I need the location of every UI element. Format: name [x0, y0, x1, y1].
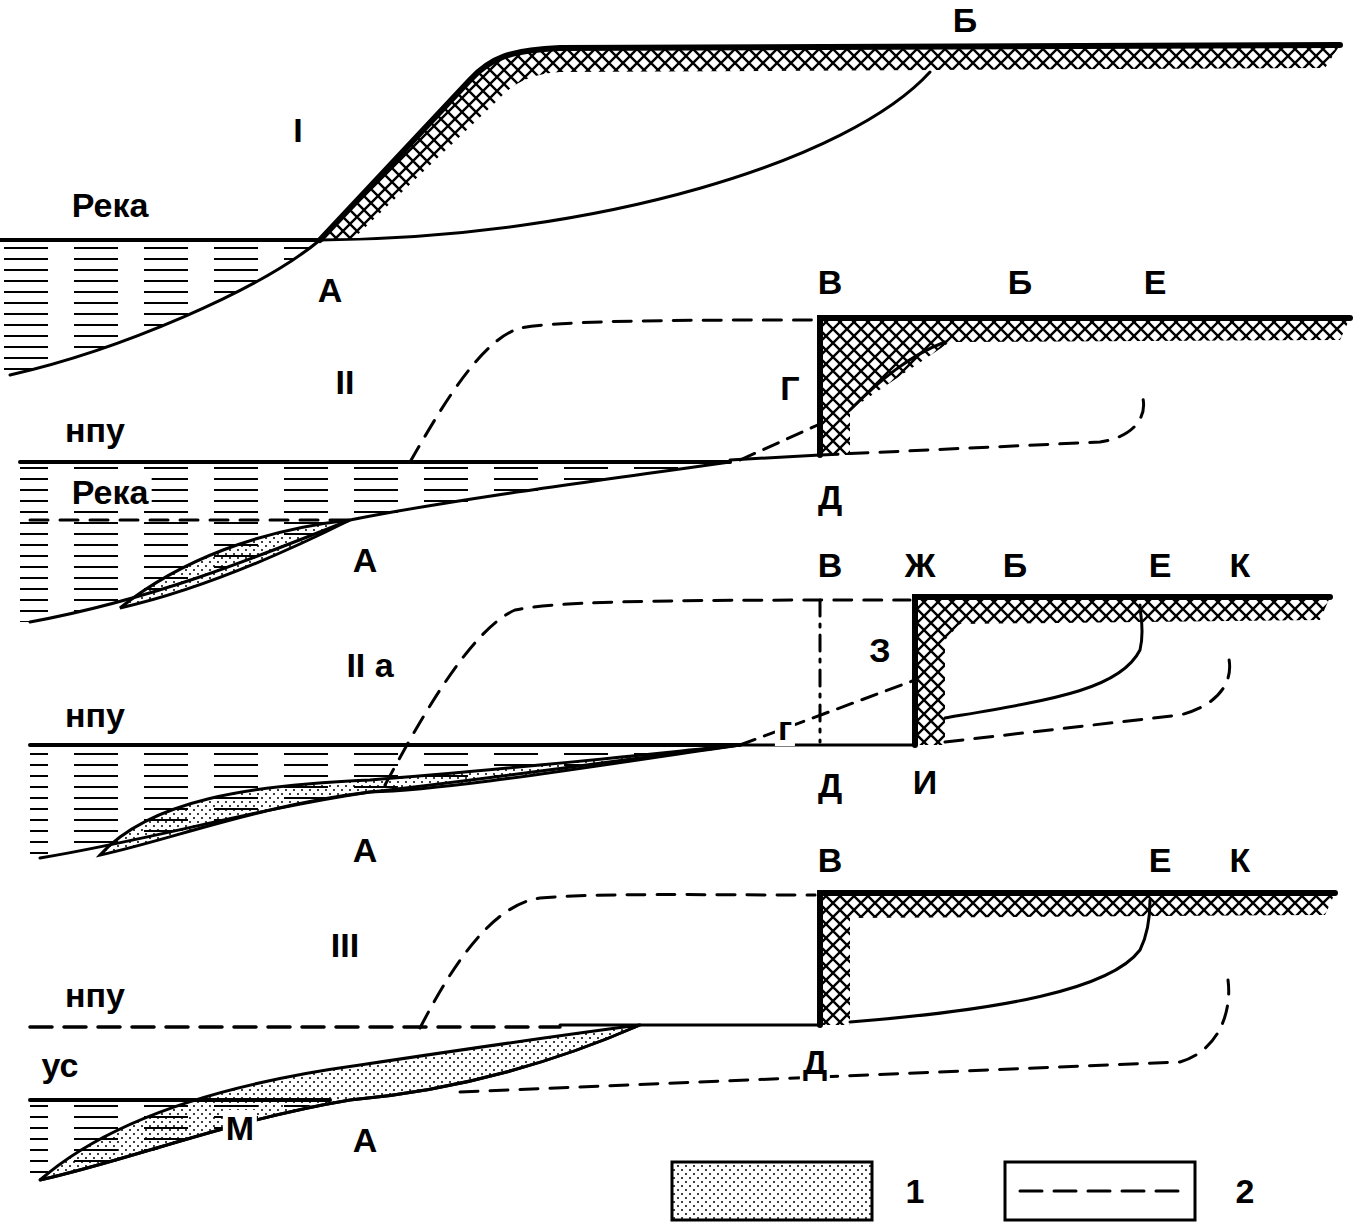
old-slip	[740, 424, 820, 460]
cliff	[820, 318, 1350, 455]
water-level	[0, 238, 320, 242]
sediment-lens	[40, 1025, 640, 1180]
point-label: Д	[815, 479, 845, 515]
point-label: Е	[1141, 264, 1170, 300]
water	[0, 240, 320, 375]
bank-surface	[320, 45, 1340, 240]
point-label: Ж	[902, 547, 939, 583]
point-label: нпу	[62, 697, 128, 733]
water-level	[30, 1025, 560, 1029]
point-label: К	[1227, 547, 1254, 583]
weathered-zone	[915, 597, 1330, 745]
point-label: Е	[1146, 547, 1175, 583]
cliff	[820, 893, 1335, 1025]
weathered-zone	[320, 45, 1340, 240]
water-level	[30, 743, 740, 747]
water	[30, 745, 740, 858]
point-label: И	[910, 764, 940, 800]
point-label: I	[290, 112, 305, 148]
point-label: Б	[950, 2, 980, 38]
new-slip	[945, 655, 1230, 742]
weathered-zone	[820, 318, 1350, 455]
old-slip	[740, 680, 915, 745]
point-label: Б	[1005, 264, 1035, 300]
point-label: В	[815, 264, 846, 300]
point-label: III	[328, 927, 362, 963]
point-label: А	[350, 1122, 381, 1158]
shelf	[560, 1024, 820, 1027]
old-profile	[410, 320, 815, 462]
point-label: К	[1227, 842, 1254, 878]
slip-surface	[850, 342, 945, 410]
riverbed	[40, 745, 740, 858]
point-label: II	[333, 364, 358, 400]
new-slip	[820, 390, 1144, 455]
shelf	[740, 744, 915, 747]
water-level	[20, 460, 730, 464]
riverbed	[40, 1025, 640, 1180]
legend-label: 2	[1233, 1173, 1258, 1209]
point-label: Г	[777, 370, 802, 406]
point-label: Река	[69, 474, 152, 510]
point-label: нпу	[62, 412, 128, 448]
point-label: Д	[800, 1044, 830, 1080]
cliff	[915, 597, 1330, 745]
slip-surface	[850, 900, 1150, 1022]
weathered-zone	[820, 893, 1335, 1025]
legend-label: 1	[903, 1173, 928, 1209]
point-label: А	[315, 272, 346, 308]
riverbed	[30, 462, 730, 622]
point-label: М	[223, 1110, 257, 1146]
point-label: Е	[1146, 842, 1175, 878]
old-cliff	[819, 600, 822, 742]
point-label: Б	[1000, 547, 1030, 583]
water	[20, 462, 730, 622]
point-label: II а	[343, 647, 396, 683]
point-label: Река	[69, 187, 152, 223]
point-label: г	[775, 710, 795, 746]
point-label: ус	[39, 1047, 82, 1083]
point-label: Д	[815, 767, 845, 803]
river-level	[30, 519, 350, 522]
legend-sample-dashed	[1020, 1190, 1180, 1193]
old-profile	[420, 895, 815, 1028]
legend-sample-frame	[1005, 1162, 1195, 1220]
riverbed	[10, 240, 320, 375]
point-label: В	[815, 842, 846, 878]
point-label: З	[866, 632, 893, 668]
slip-surface	[320, 72, 930, 240]
point-label: нпу	[62, 977, 128, 1013]
legend-sample-sediment	[672, 1162, 872, 1220]
point-label: А	[350, 542, 381, 578]
sediment-lens	[100, 745, 740, 855]
point-label: В	[815, 547, 846, 583]
point-label: А	[350, 832, 381, 868]
